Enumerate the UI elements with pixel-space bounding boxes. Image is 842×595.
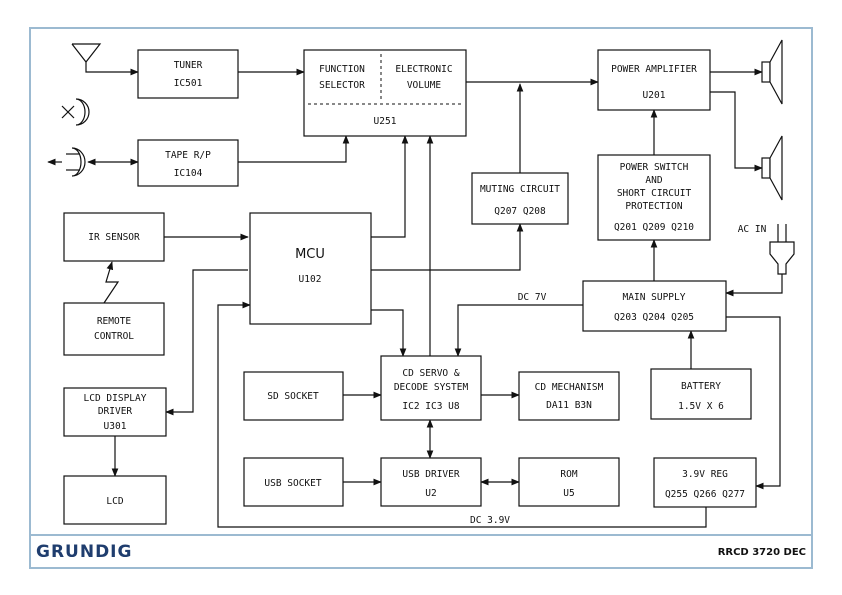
power-switch-line1: POWER SWITCH (620, 162, 689, 173)
tape-block: TAPE R/P IC104 (137, 139, 239, 187)
power-switch-line4: PROTECTION (625, 201, 682, 212)
usb-socket-label: USB SOCKET (264, 478, 321, 489)
battery-label: BATTERY (681, 381, 721, 392)
ir-sensor-block: IR SENSOR (63, 212, 165, 262)
mcu-block: MCU U102 (249, 212, 372, 325)
mcu-to-lcd-driver (165, 269, 248, 416)
mcu-to-servo (371, 309, 407, 357)
usb-driver-ic: U2 (425, 488, 436, 499)
dc39v-label: DC 3.9V (470, 515, 510, 526)
remote-line1: REMOTE (97, 316, 132, 327)
lcd-driver-line2: DRIVER (98, 406, 133, 417)
power-switch-block: POWER SWITCH AND SHORT CIRCUIT PROTECTIO… (597, 154, 711, 241)
main-supply-label: MAIN SUPPLY (623, 292, 686, 303)
record-play-head-icon (47, 147, 86, 177)
speaker-icon-1 (761, 39, 783, 105)
reg-block: 3.9V REG Q255 Q266 Q277 (653, 457, 757, 508)
tuner-label: TUNER (174, 60, 203, 71)
electronic-volume-line2: VOLUME (407, 80, 442, 91)
cd-servo-line2: DECODE SYSTEM (394, 382, 469, 393)
lcd-driver-line1: LCD DISPLAY (84, 393, 147, 404)
supply-to-reg (726, 316, 781, 490)
dc7v-label: DC 7V (518, 292, 547, 303)
power-switch-line2: AND (645, 175, 662, 186)
battery-spec: 1.5V X 6 (678, 401, 724, 412)
u251-block: FUNCTION SELECTOR ELECTRONIC VOLUME U251 (303, 49, 467, 137)
mcu-to-u251 (371, 135, 409, 238)
cd-servo-line1: CD SERVO & (402, 368, 459, 379)
function-selector-line2: SELECTOR (319, 80, 365, 91)
mcu-ic: U102 (299, 274, 322, 285)
amp-to-speaker-2 (710, 91, 763, 172)
model-number: RRCD 3720 DEC (718, 547, 806, 558)
ir-sensor-label: IR SENSOR (88, 232, 140, 243)
cd-mech-label: CD MECHANISM (535, 382, 604, 393)
mcu-to-muting (371, 223, 524, 271)
brand-logo: GRUNDIG (36, 542, 132, 562)
u251-label: U251 (374, 116, 397, 127)
connections (85, 62, 783, 528)
lcd-driver-ic: U301 (104, 421, 127, 432)
power-amp-ic: U201 (643, 90, 666, 101)
tuner-ic: IC501 (174, 78, 203, 89)
page-frame (29, 27, 813, 569)
ac-to-supply (725, 274, 783, 297)
muting-ics: Q207 Q208 (494, 206, 546, 217)
remote-signal (103, 261, 120, 304)
lcd-label: LCD (106, 496, 123, 507)
ac-in-label: AC IN (738, 224, 767, 235)
electronic-volume-line1: ELECTRONIC (395, 64, 452, 75)
sd-socket-block: SD SOCKET (243, 371, 344, 421)
muting-circuit-block: MUTING CIRCUIT Q207 Q208 (471, 172, 569, 225)
cd-servo-block: CD SERVO & DECODE SYSTEM IC2 IC3 U8 (380, 355, 482, 421)
usb-socket-block: USB SOCKET (243, 457, 344, 507)
lcd-driver-block: LCD DISPLAY DRIVER U301 (63, 387, 167, 437)
cd-mechanism-block: CD MECHANISM DA11 B3N (518, 371, 620, 421)
ac-plug-icon (769, 224, 795, 275)
main-supply-ics: Q203 Q204 Q205 (614, 312, 694, 323)
main-supply-block: MAIN SUPPLY Q203 Q204 Q205 (582, 280, 727, 332)
erase-head-icon (61, 98, 90, 126)
antenna-to-tuner (85, 62, 139, 76)
reg-label: 3.9V REG (682, 469, 728, 480)
lcd-block: LCD (63, 475, 167, 525)
usb-driver-block: USB DRIVER U2 (380, 457, 482, 507)
function-selector-line1: FUNCTION (319, 64, 365, 75)
tape-ic: IC104 (174, 168, 203, 179)
remote-control-block: REMOTE CONTROL (63, 302, 165, 356)
tape-label: TAPE R/P (165, 150, 211, 161)
speaker-icon-2 (761, 135, 783, 201)
cd-servo-ics: IC2 IC3 U8 (402, 401, 459, 412)
muting-label: MUTING CIRCUIT (480, 184, 560, 195)
mcu-label: MCU (295, 247, 325, 262)
sd-socket-label: SD SOCKET (267, 391, 319, 402)
power-amplifier-block: POWER AMPLIFIER U201 (597, 49, 711, 111)
battery-block: BATTERY 1.5V X 6 (650, 368, 752, 420)
rom-block: ROM U5 (518, 457, 620, 507)
tuner-block: TUNER IC501 (137, 49, 239, 99)
rom-label: ROM (560, 469, 577, 480)
usb-driver-label: USB DRIVER (402, 469, 459, 480)
remote-line2: CONTROL (94, 331, 134, 342)
power-switch-ics: Q201 Q209 Q210 (614, 222, 694, 233)
dc39v-to-mcu (217, 301, 707, 528)
dc7v-to-servo (454, 304, 583, 357)
cd-mech-ic: DA11 B3N (546, 400, 592, 411)
antenna-icon (71, 43, 102, 63)
rom-ic: U5 (563, 488, 574, 499)
tape-to-u251 (238, 135, 350, 163)
reg-ics: Q255 Q266 Q277 (665, 489, 745, 500)
power-amp-label: POWER AMPLIFIER (611, 64, 697, 75)
power-switch-line3: SHORT CIRCUIT (617, 188, 692, 199)
